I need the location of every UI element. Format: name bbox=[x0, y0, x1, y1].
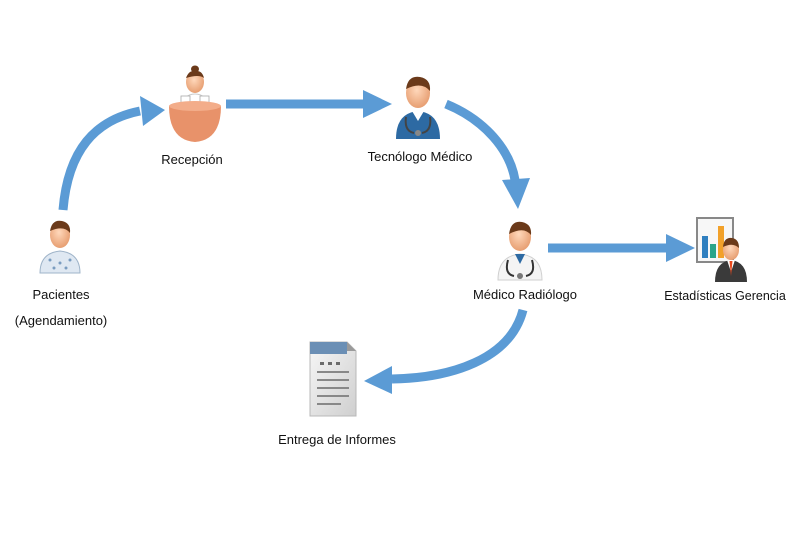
chart-bar-blue bbox=[702, 236, 708, 258]
management-label: Estadísticas Gerencia bbox=[664, 289, 786, 303]
technologist-label: Tecnólogo Médico bbox=[367, 149, 473, 164]
patient-icon bbox=[39, 220, 81, 274]
chart-bar-green bbox=[710, 244, 716, 258]
reception-label: Recepción bbox=[161, 152, 223, 167]
manager-chart-icon bbox=[696, 217, 747, 282]
reports-label: Entrega de Informes bbox=[278, 432, 396, 447]
arrow-reception-to-technologist bbox=[226, 90, 392, 118]
patients-label-line2: (Agendamiento) bbox=[14, 313, 108, 328]
receptionist-icon bbox=[169, 65, 221, 142]
patients-label-line1: Pacientes bbox=[32, 287, 90, 302]
arrow-technologist-to-radiologist bbox=[444, 99, 530, 209]
patients-label: Pacientes (Agendamiento) bbox=[0, 282, 122, 334]
doctor-icon bbox=[497, 221, 543, 281]
arrow-radiologist-to-reports bbox=[364, 308, 528, 394]
technologist-icon bbox=[396, 76, 440, 139]
flow-arrows bbox=[58, 90, 695, 394]
arrow-patients-to-reception bbox=[58, 96, 165, 211]
arrow-radiologist-to-management bbox=[548, 234, 695, 262]
radiologist-label: Médico Radiólogo bbox=[472, 287, 578, 302]
chart-bar-orange bbox=[718, 226, 724, 258]
document-icon bbox=[309, 341, 357, 417]
